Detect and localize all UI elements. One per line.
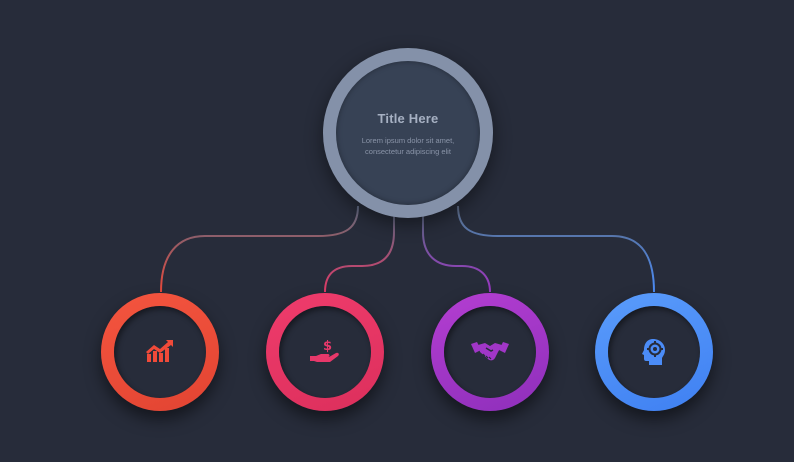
node-growth-inner bbox=[114, 306, 206, 398]
growth-chart-icon bbox=[146, 340, 173, 362]
connector-2 bbox=[324, 214, 395, 293]
handshake-icon bbox=[471, 342, 509, 361]
connector-4 bbox=[457, 205, 655, 293]
node-handshake-inner bbox=[444, 306, 536, 398]
money-hand-icon: $ bbox=[310, 339, 339, 362]
node-money-inner: $ bbox=[279, 306, 371, 398]
svg-text:$: $ bbox=[323, 339, 332, 354]
center-circle-inner: Title Here Lorem ipsum dolor sit amet, c… bbox=[336, 61, 480, 205]
connector-1 bbox=[160, 205, 359, 293]
node-mind bbox=[595, 293, 713, 411]
node-handshake bbox=[431, 293, 549, 411]
center-body-text: Lorem ipsum dolor sit amet, consectetur … bbox=[361, 136, 455, 156]
center-title: Title Here bbox=[377, 111, 439, 126]
center-circle: Title Here Lorem ipsum dolor sit amet, c… bbox=[323, 48, 493, 218]
node-mind-inner bbox=[608, 306, 700, 398]
head-gear-icon bbox=[642, 339, 665, 365]
node-money: $ bbox=[266, 293, 384, 411]
connector-3 bbox=[422, 214, 491, 293]
node-growth bbox=[101, 293, 219, 411]
